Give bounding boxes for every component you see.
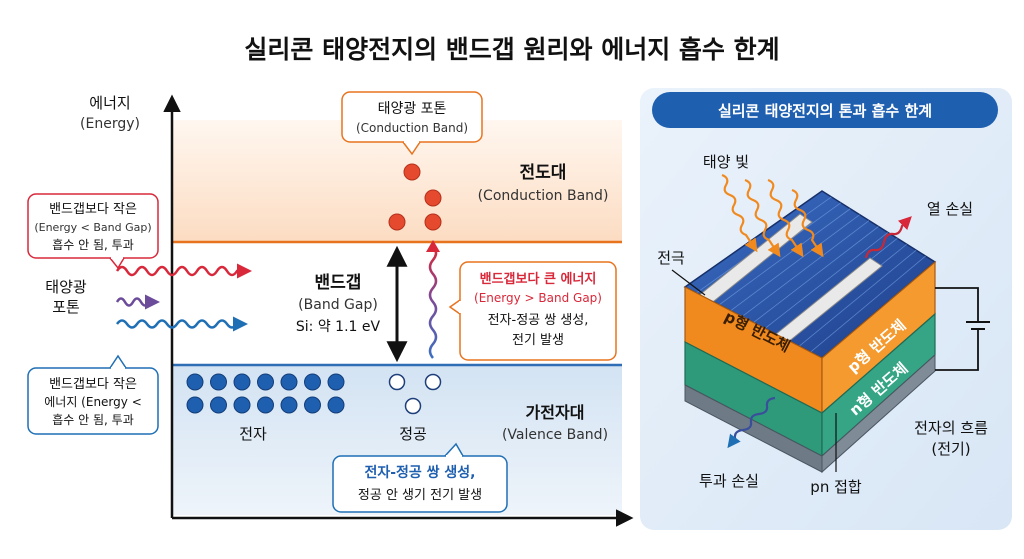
panel-grid-line — [730, 214, 860, 311]
callout-photon-top-line2: (Conduction Band) — [356, 121, 468, 135]
transmission-loss-wave — [727, 396, 776, 449]
callout-small-top-line1: 밴드갭보다 작은 — [49, 202, 137, 217]
external-circuit — [935, 287, 990, 371]
photon-label-line1: 태양광 — [45, 278, 87, 296]
panel-grid-line — [810, 255, 926, 353]
valence-electron — [257, 373, 274, 391]
valence-electron — [304, 373, 321, 391]
y-axis-label: 에너지 — [89, 94, 130, 112]
callout-small-top-line2: (Energy < Band Gap) — [34, 221, 151, 234]
valence-electron — [186, 396, 204, 414]
callout-small-energy-top: 밴드갭보다 작은 (Energy < Band Gap) 흡수 안 됨, 투과 — [27, 193, 159, 270]
callout-photon-top-line1: 태양광 포톤 — [378, 101, 447, 117]
callout-pair-line2: 정공 안 생기 전기 발생 — [358, 488, 482, 503]
excited-electron — [388, 213, 406, 231]
valence-electron — [210, 396, 227, 414]
valence-electron — [186, 373, 204, 391]
electricity-label: (전기) — [931, 440, 970, 458]
panel-grid-line — [741, 220, 870, 317]
y-axis-label-en: (Energy) — [80, 116, 140, 132]
band-gap-label-en: (Band Gap) — [298, 297, 378, 313]
callout-big-energy: 밴드갭보다 큰 에너지 (Energy > Band Gap) 전자-정공 쌍 … — [448, 261, 617, 361]
cell-header-pill — [652, 92, 998, 128]
valence-band-label-en: (Valence Band) — [502, 427, 608, 443]
panel-grid-line — [753, 226, 879, 323]
valence-electron — [327, 373, 345, 391]
hole — [404, 397, 422, 415]
valence-electron — [280, 373, 298, 391]
callout-small-energy-bottom: 밴드갭보다 작은 에너지 (Energy < 흡수 안 됨, 투과 — [27, 354, 159, 435]
valence-electron — [233, 373, 251, 391]
panel-grid-line — [798, 249, 917, 347]
callout-big-line3: 전자-정공 쌍 생성, — [488, 313, 589, 328]
band-gap-label: 밴드갭 — [315, 273, 362, 293]
sunlight-label: 태양 빛 — [703, 153, 749, 171]
valence-electron — [257, 396, 274, 414]
valence-electron — [327, 396, 345, 414]
valence-band-label: 가전자대 — [526, 403, 585, 422]
conduction-band-label-en: (Conduction Band) — [478, 188, 609, 204]
electron-label: 전자 — [239, 425, 267, 443]
page-title: 실리콘 태양전지의 밴드갭 원리와 에너지 흡수 한계 — [244, 35, 779, 64]
electrode-label: 전극 — [657, 249, 685, 267]
solar-cell-block — [683, 190, 937, 474]
cell-header-text: 실리콘 태양전지의 톤과 흡수 한계 — [718, 102, 932, 120]
hole-label: 정공 — [399, 425, 427, 443]
low-energy-photon-wave-red — [115, 263, 252, 279]
electron-flow-label: 전자의 흐름 — [914, 419, 988, 437]
callout-big-line1: 밴드갭보다 큰 에너지 — [480, 271, 597, 287]
callout-small-top-line3: 흡수 안 됨, 투과 — [52, 238, 134, 252]
callout-photon-top: 태양광 포톤 (Conduction Band) — [341, 91, 483, 156]
excited-electron — [424, 213, 442, 231]
base-side — [821, 353, 936, 474]
excited-electron — [403, 163, 421, 181]
valence-electron — [304, 396, 321, 414]
conduction-band-label: 전도대 — [520, 163, 567, 183]
photon-wave-purple — [115, 294, 160, 310]
callout-small-bottom-line1: 밴드갭보다 작은 — [49, 377, 137, 392]
sunlight-arrows — [721, 173, 824, 258]
callout-pair-line1: 전자-정공 쌍 생성, — [364, 464, 475, 481]
panel-grid-line — [719, 208, 851, 306]
valence-electron — [280, 396, 298, 414]
photon-label-line2: 포톤 — [52, 298, 80, 316]
valence-electron — [210, 373, 227, 391]
valence-electron-grid — [186, 373, 345, 414]
callout-small-bottom-line3: 흡수 안 됨, 투과 — [52, 413, 134, 427]
hole — [388, 373, 406, 391]
absorbed-photon-wave — [428, 245, 438, 359]
low-energy-photon-wave-blue — [115, 316, 248, 332]
heat-loss-label: 열 손실 — [927, 200, 973, 218]
heat-loss-wave — [864, 216, 912, 259]
hole — [424, 373, 442, 391]
excited-electron — [424, 189, 442, 207]
band-gap-value: Si: 약 1.1 eV — [296, 319, 381, 335]
pn-junction-label: pn 접합 — [810, 478, 862, 496]
transmission-loss-label: 투과 손실 — [699, 472, 759, 490]
callout-big-line4: 전기 발생 — [512, 333, 564, 348]
panel-grid-line — [764, 232, 889, 329]
valence-electron — [233, 396, 251, 414]
electrode-leader — [671, 269, 706, 296]
callout-small-bottom-line2: 에너지 (Energy < — [44, 395, 142, 409]
callout-pair-generation: 전자-정공 쌍 생성, 정공 안 생기 전기 발생 — [332, 442, 508, 513]
callout-big-line2: (Energy > Band Gap) — [474, 291, 602, 305]
absorbed-photon-arrowhead — [426, 240, 440, 252]
